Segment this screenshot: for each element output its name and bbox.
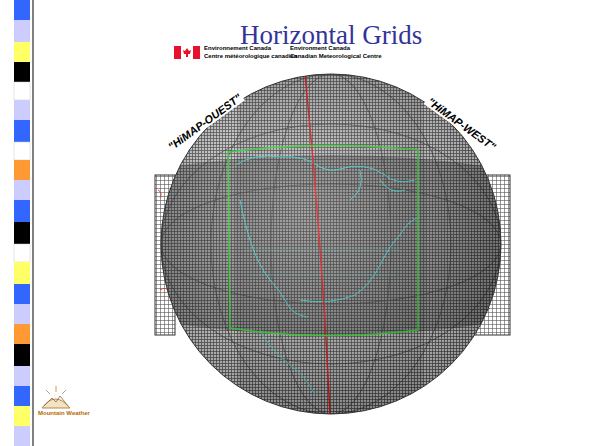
agency-name: Environnement Canada bbox=[204, 45, 271, 51]
agency-name: Environment Canada bbox=[290, 45, 350, 51]
mountain-weather-logo bbox=[42, 386, 70, 408]
decorative-stripe bbox=[14, 0, 33, 446]
globe-grid bbox=[150, 60, 512, 430]
logo-text: Mountain Weather bbox=[38, 410, 90, 416]
agency-name: Canadian Meteorological Centre bbox=[290, 53, 382, 59]
agency-name: Centre météorologique canadien bbox=[204, 53, 297, 59]
canada-flag bbox=[174, 46, 200, 59]
